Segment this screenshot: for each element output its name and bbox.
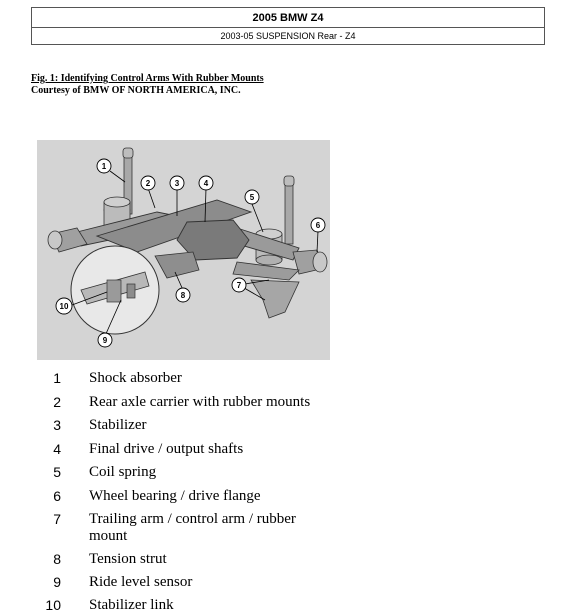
legend-number: 10: [45, 597, 61, 613]
callout-5-label: 5: [250, 193, 255, 202]
legend-number: 8: [53, 551, 61, 567]
legend-label: Trailing arm / control arm / rubber moun…: [89, 511, 296, 544]
figure-caption: Fig. 1: Identifying Control Arms With Ru…: [31, 73, 264, 97]
legend-label: Rear axle carrier with rubber mounts: [89, 394, 311, 410]
callout-3-label: 3: [175, 179, 180, 188]
left-wheel-hub: [47, 227, 88, 253]
final-drive: [176, 219, 250, 261]
callout-3: 3: [169, 175, 185, 191]
callout-9-label: 9: [103, 336, 108, 345]
callout-1-label: 1: [102, 162, 107, 171]
figure-credit: Courtesy of BMW OF NORTH AMERICA, INC.: [31, 85, 241, 96]
document-header: 2005 BMW Z4 2003-05 SUSPENSION Rear - Z4: [31, 7, 545, 45]
callout-2-label: 2: [146, 179, 151, 188]
callout-7: 7: [231, 277, 247, 293]
document-title: 2005 BMW Z4: [32, 8, 544, 28]
legend-number: 3: [53, 417, 61, 433]
callout-10-label: 10: [60, 302, 69, 311]
tension-strut: [154, 251, 200, 279]
callout-5: 5: [244, 189, 260, 205]
figure-title: Fig. 1: Identifying Control Arms With Ru…: [31, 73, 264, 84]
callout-1: 1: [96, 158, 112, 174]
right-shock-absorber: [283, 175, 295, 245]
callout-8-label: 8: [181, 291, 186, 300]
legend-label: Shock absorber: [89, 370, 182, 386]
legend-number: 6: [53, 488, 61, 504]
trailing-arm: [250, 279, 300, 319]
callout-9: 9: [97, 332, 113, 348]
legend-label: Stabilizer: [89, 417, 147, 433]
callout-6: 6: [310, 217, 326, 233]
callout-2: 2: [140, 175, 156, 191]
callout-4-label: 4: [204, 179, 209, 188]
inset-detail: [70, 245, 160, 335]
document-subtitle: 2003-05 SUSPENSION Rear - Z4: [220, 31, 356, 41]
callout-6-label: 6: [316, 221, 321, 230]
legend-number: 9: [53, 574, 61, 590]
legend-number: 4: [53, 441, 61, 457]
legend-label: Tension strut: [89, 551, 167, 567]
callout-10: 10: [55, 297, 73, 315]
legend-label: Coil spring: [89, 464, 157, 480]
legend-label: Final drive / output shafts: [89, 441, 244, 457]
legend-number: 5: [53, 464, 61, 480]
legend-number: 2: [53, 394, 61, 410]
suspension-illustration: 1 2 3 4 5 6 7 8: [37, 140, 330, 360]
right-wheel-hub: [292, 249, 328, 275]
suspension-drawing: 1 2 3 4 5 6 7 8: [37, 140, 330, 360]
legend-number: 1: [53, 370, 61, 386]
callout-7-label: 7: [237, 281, 242, 290]
legend-label: Ride level sensor: [89, 574, 193, 590]
legend-label: Stabilizer link: [89, 597, 174, 613]
callout-4: 4: [198, 175, 214, 191]
legend-label: Wheel bearing / drive flange: [89, 488, 261, 504]
legend-number: 7: [53, 511, 61, 527]
callout-8: 8: [175, 287, 191, 303]
